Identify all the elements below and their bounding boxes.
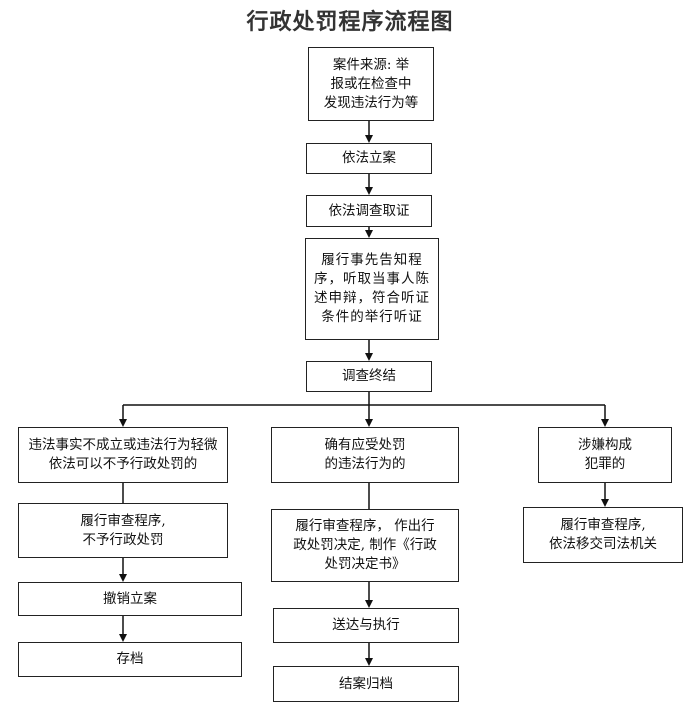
node-left-review: 履行审查程序, 不予行政处罚 <box>18 503 228 558</box>
diagram-title: 行政处罚程序流程图 <box>246 10 454 35</box>
node-left-archive: 存档 <box>18 642 242 677</box>
node-deliver-execute: 送达与执行 <box>273 608 459 643</box>
node-case-source: 案件来源: 举 报或在检查中 发现违法行为等 <box>308 47 434 121</box>
node-no-penalty-case: 违法事实不成立或违法行为轻微 依法可以不予行政处罚的 <box>18 427 228 483</box>
node-criminal-case: 涉嫌构成 犯罪的 <box>538 427 672 483</box>
node-mid-review: 履行审查程序， 作出行 政处罚决定, 制作《行政 处罚决定书》 <box>271 509 459 582</box>
node-prior-notice: 履行事先告知程 序，听取当事人陈 述申辩，符合听证 条件的举行听证 <box>305 238 439 340</box>
node-filing: 依法立案 <box>306 143 432 174</box>
node-right-review: 履行审查程序, 依法移交司法机关 <box>523 507 683 563</box>
node-investigation-end: 调查终结 <box>306 361 432 392</box>
node-close-archive: 结案归档 <box>273 666 459 702</box>
node-investigation: 依法调查取证 <box>306 195 432 227</box>
node-revoke-filing: 撤销立案 <box>18 582 242 616</box>
node-penalty-case: 确有应受处罚 的违法行为的 <box>271 427 459 483</box>
